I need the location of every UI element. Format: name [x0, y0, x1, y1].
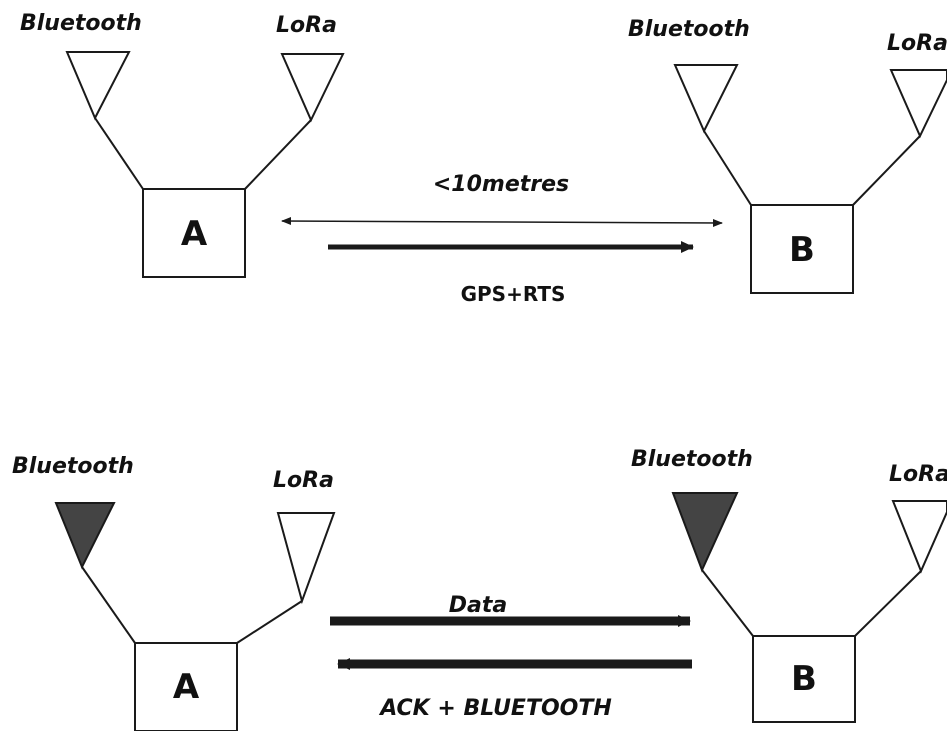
node-letter: B — [791, 659, 817, 699]
antenna-feed-line — [81, 566, 136, 644]
bluetooth-label: Bluetooth — [12, 454, 134, 479]
node-letter: A — [173, 667, 200, 707]
lora-label: LoRa — [887, 31, 947, 56]
antenna-feed-line — [236, 600, 303, 644]
data-label: Data — [449, 593, 507, 618]
bluetooth-antenna-icon — [54, 502, 116, 570]
lora-antenna-icon — [280, 53, 345, 123]
antenna-feed-line — [854, 570, 922, 637]
node-box — [750, 204, 854, 294]
antenna-feed-line — [244, 119, 312, 190]
node-b-bottom: Bluetooth LoRa B — [631, 447, 947, 723]
ack-bluetooth-label: ACK + BLUETOOTH — [378, 696, 612, 721]
node-letter: B — [789, 230, 815, 270]
bluetooth-label: Bluetooth — [20, 11, 142, 36]
bluetooth-antenna-icon — [65, 51, 131, 121]
lora-label: LoRa — [889, 462, 947, 487]
node-box — [142, 188, 246, 278]
antenna-feed-line — [703, 130, 752, 206]
node-b-top: Bluetooth LoRa B — [628, 17, 947, 294]
antenna-feed-line — [852, 135, 921, 206]
gps-rts-label: GPS+RTS — [461, 282, 566, 306]
range-double-arrow — [281, 217, 723, 227]
antenna-feed-line — [701, 569, 754, 637]
bluetooth-antenna-icon — [671, 492, 739, 573]
bluetooth-label: Bluetooth — [631, 447, 753, 472]
node-letter: A — [181, 214, 208, 254]
node-a-top: Bluetooth LoRa A — [20, 11, 345, 278]
bluetooth-label: Bluetooth — [628, 17, 750, 42]
node-box — [752, 635, 856, 723]
lora-antenna-icon — [276, 512, 336, 605]
node-a-bottom: Bluetooth LoRa A — [12, 454, 336, 732]
bluetooth-antenna-icon — [673, 64, 739, 134]
range-label: <10metres — [433, 172, 569, 197]
lora-antenna-icon — [889, 69, 947, 139]
scenario-top: Bluetooth LoRa A Bluetooth LoRa B <10met… — [20, 11, 947, 306]
antenna-feed-line — [94, 117, 144, 190]
lora-label: LoRa — [276, 13, 337, 38]
lora-label: LoRa — [273, 468, 334, 493]
scenario-bottom: Bluetooth LoRa A Bluetooth LoRa B Data A… — [12, 447, 947, 732]
lora-antenna-icon — [891, 500, 947, 574]
